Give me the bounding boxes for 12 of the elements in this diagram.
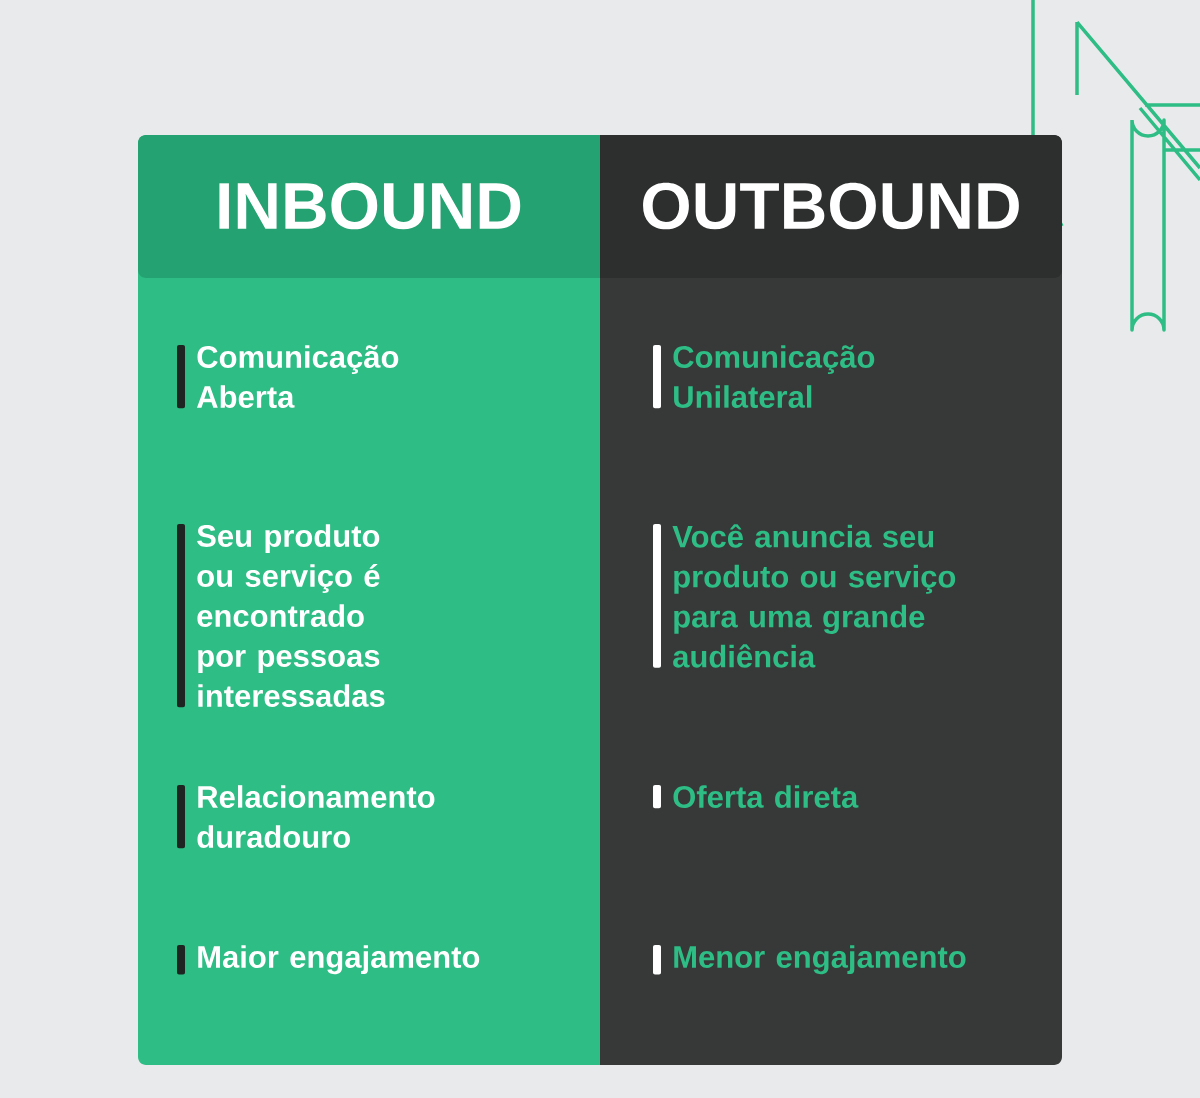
list-item: Menor engajamento	[653, 945, 966, 975]
list-item: Relacionamento duradouro	[177, 785, 435, 849]
list-item: Seu produto ou serviço é encontrado por pessoas interessadas	[177, 524, 385, 708]
list-item: Maior engajamento	[177, 945, 480, 975]
column-heading: INBOUND	[219, 182, 521, 230]
list-item: Comunicação Aberta	[177, 345, 399, 409]
column-heading: OUTBOUND	[643, 182, 1019, 230]
list-item: Comunicação Unilateral	[653, 345, 875, 409]
list-item: Você anuncia seu produto ou serviço para uma grande audiência	[653, 524, 956, 668]
list-item: Oferta direta	[653, 785, 859, 809]
column-panel	[600, 135, 1062, 1065]
column-panel	[138, 135, 600, 1065]
